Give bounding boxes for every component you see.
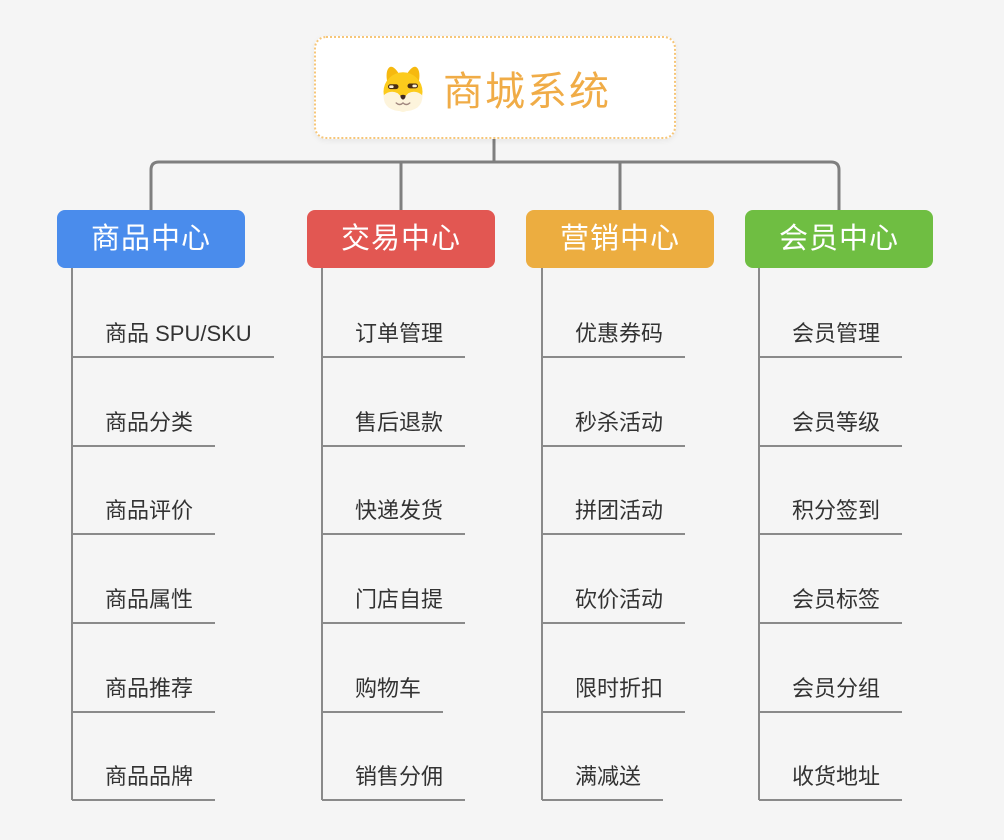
leaf-member-management[interactable]: 会员管理 <box>759 321 903 358</box>
branch-marketing-center[interactable]: 营销中心 <box>526 210 714 268</box>
leaf-product-review[interactable]: 商品评价 <box>72 498 216 535</box>
leaf-product-attribute[interactable]: 商品属性 <box>72 587 216 624</box>
leaf-sales-commission[interactable]: 销售分佣 <box>322 764 466 801</box>
leaf-product-brand[interactable]: 商品品牌 <box>72 764 216 801</box>
leaf-shopping-cart[interactable]: 购物车 <box>322 676 444 713</box>
leaf-product-category[interactable]: 商品分类 <box>72 410 216 447</box>
root-node[interactable]: 商城系统 <box>314 36 676 139</box>
leaf-shipping-address[interactable]: 收货地址 <box>759 764 903 801</box>
branch-trade-center[interactable]: 交易中心 <box>307 210 495 268</box>
leaf-store-pickup[interactable]: 门店自提 <box>322 587 466 624</box>
leaf-member-level[interactable]: 会员等级 <box>759 410 903 447</box>
leaf-flash-sale[interactable]: 秒杀活动 <box>542 410 686 447</box>
root-branch-connector <box>149 136 841 212</box>
leaf-group-buy[interactable]: 拼团活动 <box>542 498 686 535</box>
leaf-member-group[interactable]: 会员分组 <box>759 676 903 713</box>
leaf-aftersale-refund[interactable]: 售后退款 <box>322 410 466 447</box>
leaf-order-management[interactable]: 订单管理 <box>322 321 466 358</box>
branch-member-center[interactable]: 会员中心 <box>745 210 933 268</box>
leaf-bargain-activity[interactable]: 砍价活动 <box>542 587 686 624</box>
leaf-express-shipping[interactable]: 快递发货 <box>322 498 466 535</box>
branch-product-center[interactable]: 商品中心 <box>57 210 245 268</box>
root-label: 商城系统 <box>443 69 611 114</box>
leaf-product-recommend[interactable]: 商品推荐 <box>72 676 216 713</box>
leaf-full-reduction[interactable]: 满减送 <box>542 764 664 801</box>
leaf-product-spu-sku[interactable]: 商品 SPU/SKU <box>72 321 274 358</box>
leaf-member-tag[interactable]: 会员标签 <box>759 587 903 624</box>
shiba-dog-icon <box>379 62 427 114</box>
leaf-points-checkin[interactable]: 积分签到 <box>759 498 903 535</box>
leaf-limited-time-discount[interactable]: 限时折扣 <box>542 676 686 713</box>
leaf-coupon-code[interactable]: 优惠券码 <box>542 321 686 358</box>
